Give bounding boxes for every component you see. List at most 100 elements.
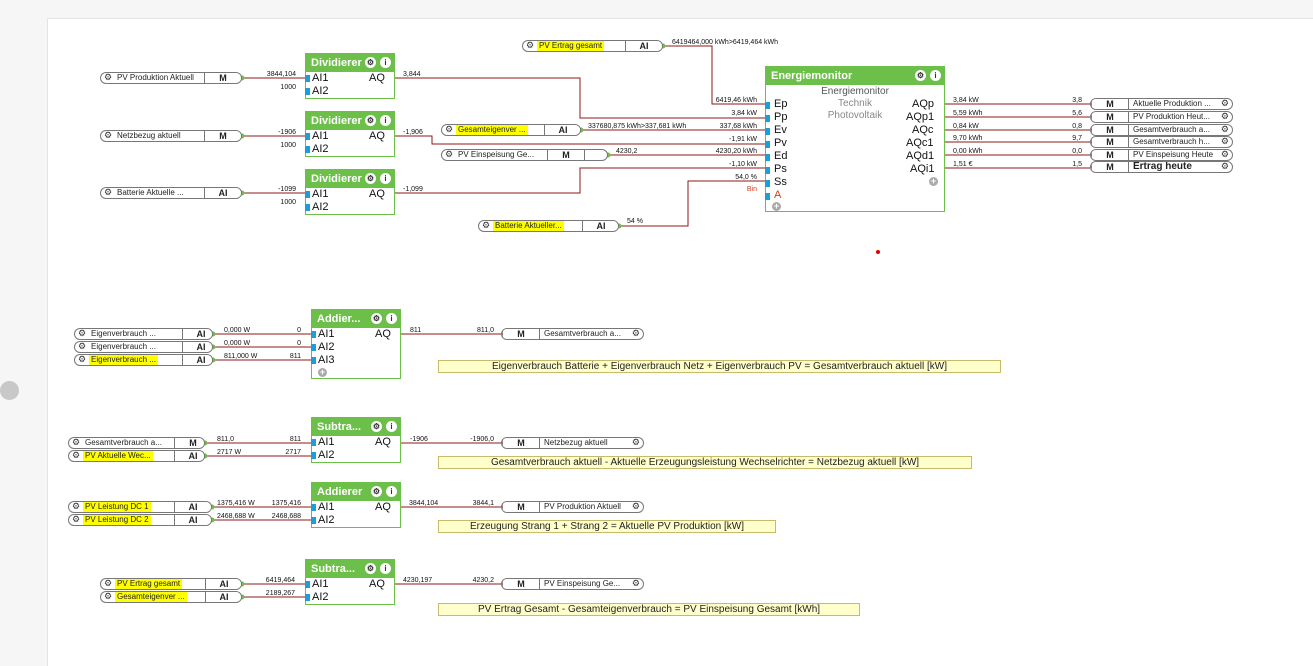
input-pv-ertrag-gesamt-top[interactable]: ⚙ PV Ertrag gesamt AI — [522, 40, 663, 52]
pin-aq[interactable]: AQ — [369, 72, 385, 84]
gear-icon[interactable]: ⚙ — [1220, 136, 1229, 146]
pin-ai2[interactable]: AI2 — [318, 341, 335, 353]
pin-aq[interactable]: AQ — [369, 578, 385, 590]
info-icon[interactable]: i — [386, 486, 397, 497]
pin-ai1[interactable]: AI1 — [312, 188, 329, 200]
pin-ai2[interactable]: AI2 — [312, 201, 329, 213]
block-subtraktor-2[interactable]: Subtra... ⚙ i AI1 AI2 AQ — [305, 559, 395, 605]
gear-icon[interactable]: ⚙ — [365, 115, 376, 126]
add-pin-icon[interactable]: + — [318, 367, 327, 377]
pin-aq[interactable]: AQ — [375, 328, 391, 340]
gear-icon[interactable]: ⚙ — [365, 563, 376, 574]
block-energiemonitor[interactable]: Energiemonitor ⚙ i Energiemonitor Techni… — [765, 66, 945, 212]
input-batterie-aktuelle[interactable]: ⚙ Batterie Aktuelle ... AI — [100, 187, 242, 199]
input-eigenverbrauch-2[interactable]: ⚙ Eigenverbrauch ... AI — [74, 341, 213, 353]
input-pv-leistung-dc1[interactable]: ⚙ PV Leistung DC 1 AI — [68, 501, 212, 513]
pin-ai2[interactable]: AI2 — [312, 85, 329, 97]
pin-ai2[interactable]: AI2 — [312, 143, 329, 155]
info-icon[interactable]: i — [380, 563, 391, 574]
block-dividierer-1[interactable]: Dividierer ⚙ i AI1 AI2 AQ — [305, 53, 395, 99]
pin-ai3[interactable]: AI3 — [318, 354, 335, 366]
output-pv-produktion-heute[interactable]: M PV Produktion Heut... ⚙ — [1090, 111, 1233, 123]
input-netzbezug-aktuell[interactable]: ⚙ Netzbezug aktuell M — [100, 130, 242, 142]
gear-icon[interactable]: ⚙ — [1220, 149, 1229, 159]
gear-icon[interactable]: ⚙ — [365, 173, 376, 184]
add-pin-icon[interactable]: + — [772, 201, 781, 211]
gear-icon[interactable]: ⚙ — [104, 187, 113, 197]
output-gesamtverbrauch-aktuell[interactable]: M Gesamtverbrauch a... ⚙ — [1090, 124, 1233, 136]
input-pv-produktion-aktuell[interactable]: ⚙ PV Produktion Aktuell M — [100, 72, 242, 84]
pin-a[interactable]: A — [774, 189, 782, 201]
gear-icon[interactable]: ⚙ — [365, 57, 376, 68]
pin-ai2[interactable]: AI2 — [312, 591, 329, 603]
input-gesamteigenverbrauch-2[interactable]: ⚙ Gesamteigenver ... AI — [100, 591, 242, 603]
input-pv-ertrag-gesamt-bottom[interactable]: ⚙ PV Ertrag gesamt AI — [100, 578, 242, 590]
pin-aq[interactable]: AQ — [375, 436, 391, 448]
gear-icon[interactable]: ⚙ — [526, 40, 535, 50]
gear-icon[interactable]: ⚙ — [915, 70, 926, 81]
info-icon[interactable]: i — [380, 115, 391, 126]
pin-aqc[interactable]: AQc — [912, 124, 934, 136]
pin-ep[interactable]: Ep — [774, 98, 788, 110]
gear-icon[interactable]: ⚙ — [72, 437, 81, 447]
gear-icon[interactable]: ⚙ — [104, 72, 113, 82]
pin-aqp1[interactable]: AQp1 — [906, 111, 935, 123]
pin-aq[interactable]: AQ — [369, 130, 385, 142]
gear-icon[interactable]: ⚙ — [72, 450, 81, 460]
comment-note[interactable]: Erzeugung Strang 1 + Strang 2 = Aktuelle… — [438, 520, 776, 533]
pin-pp[interactable]: Pp — [774, 111, 788, 123]
block-addierer-1[interactable]: Addier... ⚙ i AI1 AI2 AI3 AQ + — [311, 309, 401, 379]
gear-icon[interactable]: ⚙ — [72, 514, 81, 524]
gear-icon[interactable]: ⚙ — [631, 578, 640, 588]
gear-icon[interactable]: ⚙ — [631, 437, 640, 447]
block-dividierer-3[interactable]: Dividierer ⚙ i AI1 AI2 AQ — [305, 169, 395, 215]
gear-icon[interactable]: ⚙ — [631, 501, 640, 511]
gear-icon[interactable]: ⚙ — [78, 354, 87, 364]
gear-icon[interactable]: ⚙ — [1220, 98, 1229, 108]
pin-ps[interactable]: Ps — [774, 163, 787, 175]
info-icon[interactable]: i — [930, 70, 941, 81]
gear-icon[interactable]: ⚙ — [631, 328, 640, 338]
gear-icon[interactable]: ⚙ — [104, 578, 113, 588]
input-batterie-aktueller[interactable]: ⚙ Batterie Aktueller... AI — [478, 220, 619, 232]
comment-note[interactable]: PV Ertrag Gesamt - Gesamteigenverbrauch … — [438, 603, 860, 616]
info-icon[interactable]: i — [380, 173, 391, 184]
output-aktuelle-produktion[interactable]: M Aktuelle Produktion ... ⚙ — [1090, 98, 1233, 110]
info-icon[interactable]: i — [380, 57, 391, 68]
pin-ai1[interactable]: AI1 — [318, 436, 335, 448]
pin-ai1[interactable]: AI1 — [312, 578, 329, 590]
pin-ai2[interactable]: AI2 — [318, 449, 335, 461]
gear-icon[interactable]: ⚙ — [1220, 124, 1229, 134]
pin-aq[interactable]: AQ — [375, 501, 391, 513]
input-gesamteigenverbrauch[interactable]: ⚙ Gesamteigenver ... AI — [441, 124, 581, 136]
output-netzbezug-aktuell[interactable]: M Netzbezug aktuell ⚙ — [501, 437, 644, 449]
output-pv-einspeisung-gesamt[interactable]: M PV Einspeisung Ge... ⚙ — [501, 578, 644, 590]
panel-handle[interactable] — [0, 381, 19, 400]
pin-aqc1[interactable]: AQc1 — [906, 137, 934, 149]
input-pv-aktuelle-wechselrichter[interactable]: ⚙ PV Aktuelle Wec... AI — [68, 450, 205, 462]
gear-icon[interactable]: ⚙ — [78, 328, 87, 338]
pin-aqd1[interactable]: AQd1 — [906, 150, 935, 162]
pin-ai1[interactable]: AI1 — [318, 501, 335, 513]
output-ertrag-heute[interactable]: M Ertrag heute ⚙ — [1090, 161, 1233, 173]
add-pin-icon[interactable]: + — [929, 176, 938, 186]
pin-ai2[interactable]: AI2 — [318, 514, 335, 526]
gear-icon[interactable]: ⚙ — [104, 130, 113, 140]
output-gesamtverbrauch-heute[interactable]: M Gesamtverbrauch h... ⚙ — [1090, 136, 1233, 148]
input-eigenverbrauch-1[interactable]: ⚙ Eigenverbrauch ... AI — [74, 328, 213, 340]
comment-note[interactable]: Eigenverbrauch Batterie + Eigenverbrauch… — [438, 360, 1001, 373]
pin-ev[interactable]: Ev — [774, 124, 787, 136]
gear-icon[interactable]: ⚙ — [72, 501, 81, 511]
gear-icon[interactable]: ⚙ — [1220, 161, 1229, 171]
block-subtraktor-1[interactable]: Subtra... ⚙ i AI1 AI2 AQ — [311, 417, 401, 463]
pin-ai1[interactable]: AI1 — [312, 130, 329, 142]
gear-icon[interactable]: ⚙ — [371, 313, 382, 324]
gear-icon[interactable]: ⚙ — [78, 341, 87, 351]
gear-icon[interactable]: ⚙ — [445, 149, 454, 159]
input-pv-einspeisung-gesamt[interactable]: ⚙ PV Einspeisung Ge... M — [441, 149, 608, 161]
pin-aq[interactable]: AQ — [369, 188, 385, 200]
pin-ai1[interactable]: AI1 — [312, 72, 329, 84]
gear-icon[interactable]: ⚙ — [1220, 111, 1229, 121]
input-gesamtverbrauch-aktuell[interactable]: ⚙ Gesamtverbrauch a... M — [68, 437, 205, 449]
block-addierer-2[interactable]: Addierer ⚙ i AI1 AI2 AQ — [311, 482, 401, 528]
